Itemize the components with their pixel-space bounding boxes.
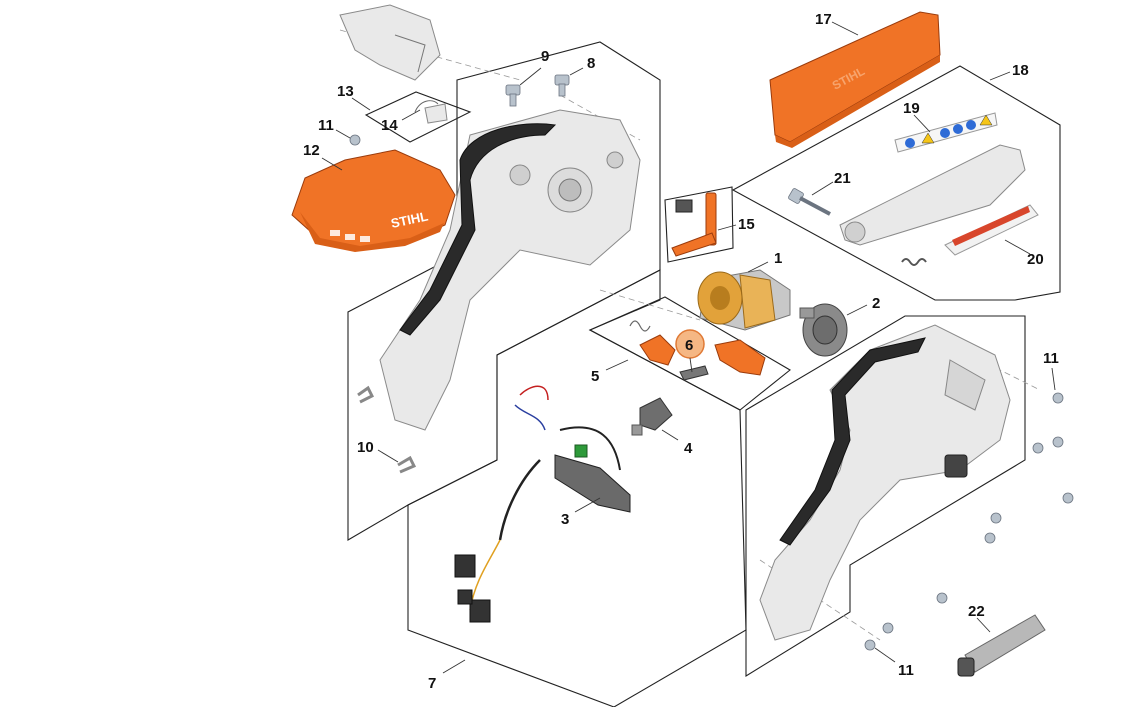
leader-21 — [811, 181, 834, 196]
clips-10 — [357, 385, 417, 474]
screws-11-bottom — [864, 592, 948, 651]
group-outline-housing-right — [745, 315, 1026, 677]
screw-8 — [554, 74, 570, 97]
leader-11-right — [1051, 367, 1056, 391]
leader-9 — [519, 67, 542, 86]
cover-clip-14 — [414, 100, 448, 124]
assembly-line-c — [599, 289, 701, 321]
group-outline-bar-sprocket — [731, 65, 1061, 301]
leader-18 — [989, 71, 1011, 81]
callout-20: 20 — [1027, 251, 1044, 268]
trigger-kit-5 — [629, 320, 766, 381]
leader-19 — [913, 114, 931, 133]
leader-11-top — [335, 129, 351, 139]
chain-catcher-bracket — [339, 4, 441, 81]
leader-20 — [1004, 239, 1031, 255]
callout-8: 8 — [587, 55, 595, 72]
callout-4: 4 — [684, 440, 693, 457]
leader-5 — [605, 359, 629, 371]
callout-2: 2 — [872, 295, 880, 312]
leader-3 — [574, 497, 601, 513]
leader-22 — [976, 617, 991, 633]
right-handle-housing — [759, 324, 1011, 641]
guide-bar-18 — [839, 144, 1026, 246]
callout-15: 15 — [738, 216, 755, 233]
callout-11-bottom: 11 — [898, 662, 914, 679]
leader-10 — [377, 449, 399, 463]
leader-6 — [689, 357, 693, 373]
switch-lever-15 — [671, 192, 717, 257]
callout-7: 7 — [428, 675, 436, 692]
screws-11-right — [984, 392, 1074, 544]
warning-icon — [921, 132, 935, 144]
callout-22: 22 — [968, 603, 985, 620]
leader-4 — [661, 429, 679, 441]
leader-12 — [321, 157, 343, 171]
leader-2 — [846, 304, 868, 316]
left-handle-housing — [379, 109, 641, 431]
leader-15 — [717, 224, 737, 231]
callout-21: 21 — [834, 170, 851, 187]
bar-scabbard-17: STIHL — [769, 11, 941, 148]
helmet-icon — [940, 128, 950, 138]
group-outline-cover-clip — [364, 91, 472, 143]
leader-14 — [401, 109, 421, 121]
callout-13: 13 — [337, 83, 354, 100]
book-icon — [905, 138, 915, 148]
callout-19: 19 — [903, 100, 920, 117]
callout-17: 17 — [815, 11, 832, 28]
motor-1 — [697, 269, 791, 331]
leader-1 — [747, 261, 769, 273]
sprocket-cover-12: STIHL — [291, 149, 456, 252]
leader-13 — [351, 97, 371, 111]
bar-bolt-21 — [788, 188, 831, 216]
wiring-harness-3 — [454, 385, 631, 623]
callout-5: 5 — [591, 368, 599, 385]
callout-12: 12 — [303, 142, 320, 159]
callout-3: 3 — [561, 511, 569, 528]
callout-10: 10 — [357, 439, 374, 456]
warning-decal-19 — [894, 112, 998, 153]
tension-spring — [901, 258, 927, 266]
callout-9: 9 — [541, 48, 549, 65]
leader-17 — [831, 21, 859, 36]
tensioner-decal-20 — [944, 204, 1039, 256]
callout-6[interactable]: 6 — [685, 337, 693, 354]
leader-7 — [442, 659, 466, 674]
leader-8 — [569, 67, 584, 76]
group-outline-switch — [664, 186, 734, 263]
callout-14: 14 — [381, 117, 398, 134]
gloves-icon — [953, 124, 963, 134]
screw-9 — [505, 84, 521, 107]
switch-4 — [631, 397, 673, 436]
leader-11-bottom — [874, 647, 896, 663]
group-outline-trigger-kit — [588, 296, 791, 411]
clutch-drum-2 — [799, 303, 848, 357]
callout-11-right: 11 — [1043, 350, 1059, 367]
screw-11-top — [349, 134, 361, 146]
grease-tube-22 — [957, 614, 1046, 677]
callout-1: 1 — [774, 250, 782, 267]
callout-11-top: 11 — [318, 117, 334, 134]
caution-icon — [979, 114, 993, 126]
callout-18: 18 — [1012, 62, 1029, 79]
boot-icon — [966, 120, 976, 130]
